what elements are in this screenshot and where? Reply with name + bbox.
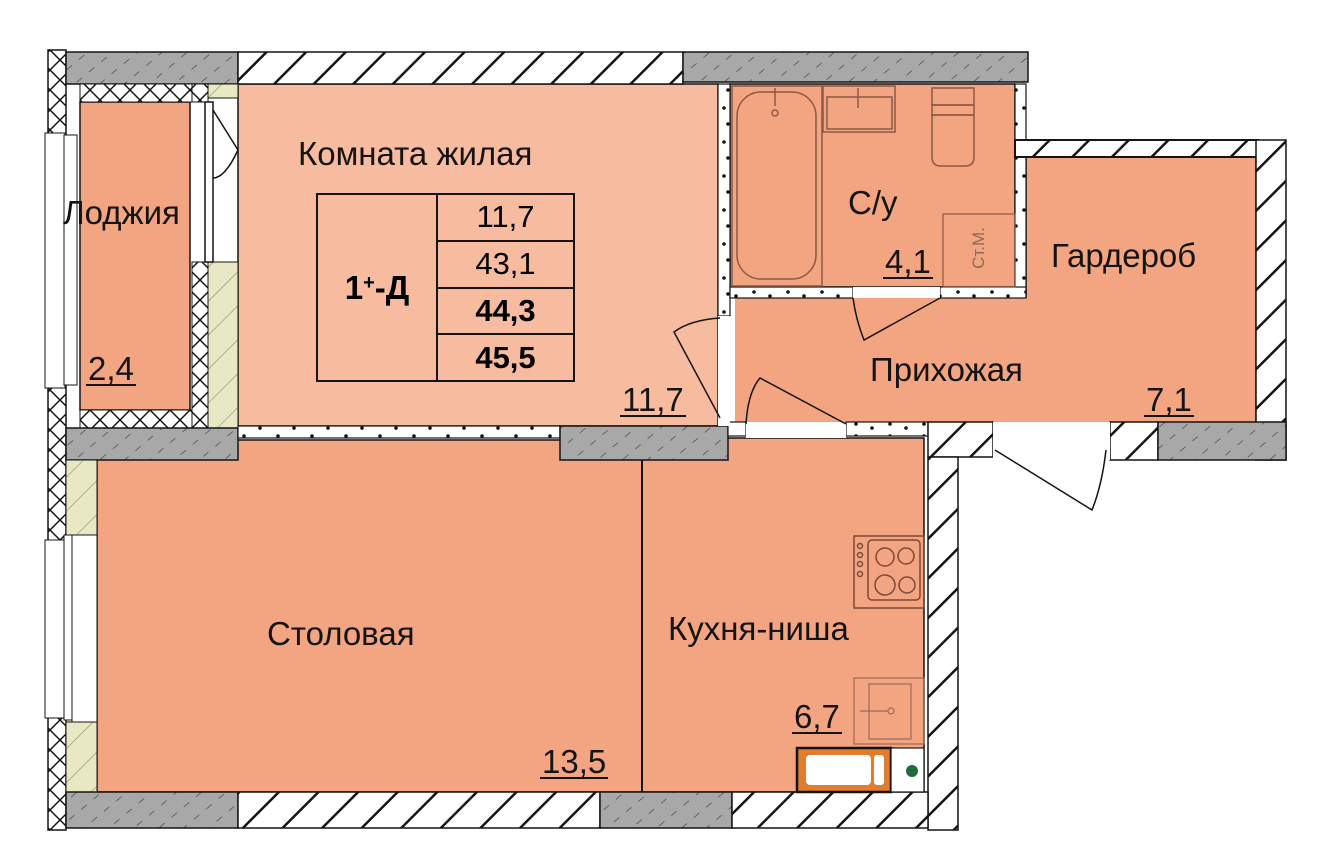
bottom-concrete-column: [599, 791, 733, 829]
room-area-living-room: 11,7: [620, 381, 686, 418]
boiler-icon: [795, 746, 893, 794]
middle-concrete-column: [559, 425, 729, 461]
kitchen-sink-icon: [853, 677, 925, 745]
bottom-concrete-wall-left: [65, 791, 239, 829]
bottom-brick-wall-right: [731, 791, 929, 829]
top-concrete-wall-left: [65, 51, 239, 85]
riser-label: Ст.М.: [968, 227, 988, 269]
room-name-kitchen: Кухня-ниша: [668, 610, 849, 647]
area-with-loggia-coef-value: 44,3: [438, 289, 573, 336]
top-brick-wall: [237, 51, 684, 85]
kitchen-right-wall: [927, 456, 959, 831]
room-area-hallway: 7,1: [1144, 381, 1194, 418]
living-room-floor: [237, 83, 719, 427]
kitchen-floor: [641, 437, 925, 793]
room-area-kitchen: 6,7: [792, 698, 842, 735]
right-brick-wall: [1255, 139, 1287, 461]
area-values: 11,7 43,1 44,3 45,5: [438, 195, 573, 380]
area-with-loggia-value: 45,5: [475, 339, 536, 375]
middle-concrete-wall-left: [65, 427, 239, 461]
room-area-loggia: 2,4: [86, 350, 136, 387]
gas-riser-icon: [906, 765, 918, 777]
sink-icon: [822, 85, 896, 133]
stove-icon: [853, 535, 925, 609]
room-area-dining-room: 13,5: [540, 743, 609, 780]
room-name-bathroom: С/у: [848, 184, 898, 221]
loggia-floor: [79, 101, 191, 411]
apartment-summary-table: 1+-Д 11,7 43,1 44,3 45,5: [316, 193, 575, 382]
apartment-type: 1+-Д: [318, 195, 438, 380]
top-concrete-wall-right: [682, 51, 1029, 83]
hallway-floor: [735, 298, 1255, 422]
partition-living-dining: [237, 425, 561, 439]
bathtub-icon: [731, 85, 823, 287]
wardrobe-top-wall: [1014, 139, 1259, 158]
room-name-dining-room: Столовая: [267, 615, 415, 652]
bottom-brick-wall-left: [237, 791, 601, 829]
room-name-loggia: Лоджия: [63, 194, 180, 231]
bathroom-floor: [729, 83, 1016, 288]
toilet-icon: [931, 87, 975, 167]
riser-shaft: [942, 213, 1016, 288]
total-area-value: 43,1: [438, 242, 573, 289]
room-name-hallway: Прихожая: [870, 351, 1023, 388]
room-name-living-room: Комната жилая: [298, 135, 533, 172]
room-name-wardrobe: Гардероб: [1051, 237, 1197, 274]
living-area-value: 11,7: [438, 195, 573, 242]
room-area-bathroom: 4,1: [883, 243, 933, 280]
